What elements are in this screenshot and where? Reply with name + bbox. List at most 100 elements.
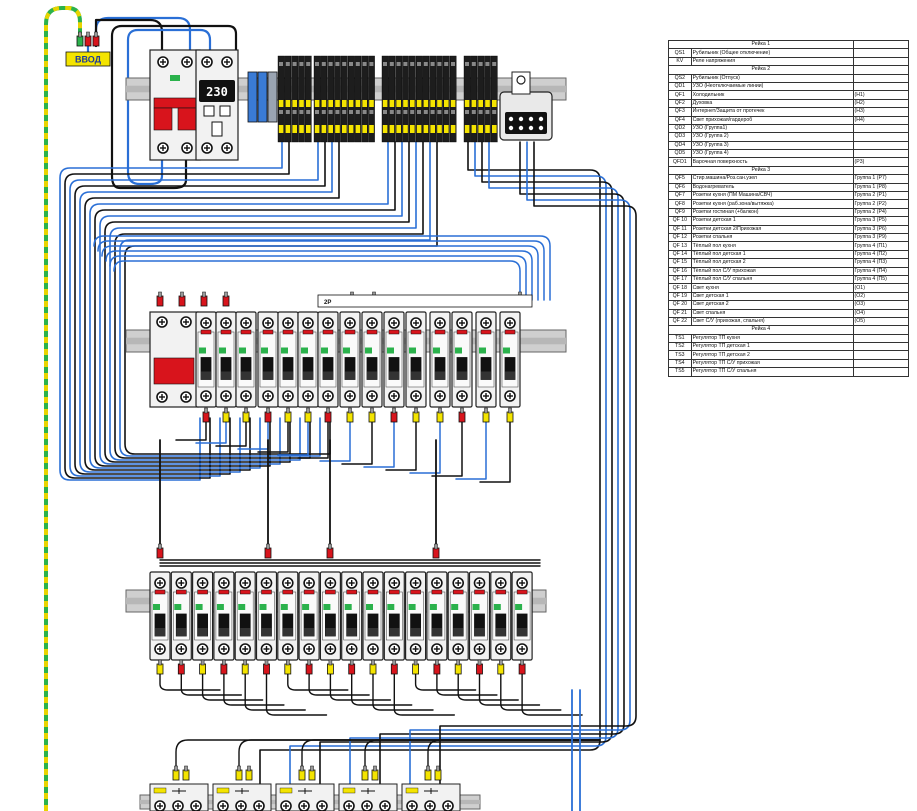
rating-label: [240, 329, 252, 335]
terminal-label: [299, 125, 304, 133]
screw-terminal: [302, 317, 314, 329]
thermostat-symbol: [235, 788, 249, 794]
legend-description: Свет детская 1: [690, 291, 854, 302]
brand-logo: [343, 347, 350, 354]
terminal-hole: [508, 116, 514, 122]
wire: [97, 240, 545, 301]
wire-ferrule: [304, 407, 312, 423]
wire-ferrule: [368, 407, 376, 423]
terminal-screw: [292, 62, 297, 66]
legend-group: [852, 367, 910, 377]
ferrule-sleeve: [326, 547, 334, 559]
screw-terminal: [303, 577, 315, 589]
thermostat-relay: [149, 783, 209, 811]
wire: [500, 673, 562, 711]
ferrule-pin: [158, 543, 162, 550]
terminal-block: [347, 55, 355, 143]
breaker-rail3: [149, 571, 171, 661]
terminal-body: [436, 55, 443, 143]
input-label-bg: [65, 51, 111, 67]
legend-group: Группа 4 (П1): [852, 241, 910, 251]
handle-base: [283, 371, 293, 380]
wire: [455, 421, 487, 480]
bus-block: [267, 71, 278, 123]
terminal-screw: [306, 110, 311, 114]
legend-code: QD4: [668, 140, 692, 151]
ferrule-sleeve: [482, 411, 490, 423]
terminal-block: [470, 55, 478, 143]
screw-terminal: [452, 577, 465, 589]
legend-group: Группа 1 (Р8): [852, 182, 910, 193]
wire-ferrule: [199, 659, 207, 675]
legend-description: Реле напряжения: [690, 56, 854, 67]
handle-base: [325, 628, 336, 636]
wire-ferrule: [241, 659, 249, 675]
ferrule-sleeve: [84, 35, 92, 47]
wire: [257, 421, 289, 453]
terminal-screw: [471, 62, 476, 66]
handle-base: [241, 371, 251, 380]
terminal-block: [477, 55, 485, 143]
brand-logo: [321, 347, 328, 354]
terminal-screw: [465, 62, 469, 66]
terminal-label: [410, 100, 415, 107]
handle-base: [495, 628, 506, 636]
wire-ferrule: [242, 407, 250, 423]
legend-code: QF 10: [668, 216, 692, 226]
screw-terminal: [239, 643, 251, 655]
screw-terminal: [260, 643, 273, 655]
terminal-screw: [349, 62, 353, 66]
legend-code: QF9: [668, 207, 692, 218]
ferrule-sleeve: [506, 411, 514, 423]
wire-ferrule: [506, 407, 514, 423]
ferrule-sleeve: [202, 411, 210, 423]
relay-body: [195, 49, 239, 161]
handle-base: [367, 371, 377, 380]
legend-group: [852, 350, 910, 360]
rating-label: [282, 589, 294, 595]
terminal-screw: [444, 110, 449, 114]
terminal-body: [305, 55, 312, 143]
legend-description: Тёплый пол С/У спальня: [690, 274, 854, 285]
screw-terminal: [388, 643, 401, 655]
handle-base: [201, 371, 211, 380]
ferrule-pin: [184, 765, 188, 772]
screw-terminal: [322, 390, 334, 402]
screw-terminal: [366, 390, 378, 402]
rating-label: [516, 589, 528, 595]
terminal-label: [355, 100, 361, 107]
rating-label: [154, 589, 166, 595]
rating-label: [344, 329, 356, 335]
ferrule-pin: [392, 407, 396, 414]
terminal-label: [464, 100, 470, 107]
ferrule-pin: [499, 659, 503, 666]
thermostat-symbol: [424, 788, 438, 794]
ferrule-sleeve: [348, 663, 356, 675]
breaker-rail2: [405, 311, 427, 408]
ferrule-pin: [158, 659, 162, 666]
legend-description: Розетки спальня: [690, 232, 854, 243]
handle-base: [282, 628, 293, 636]
handle-base: [261, 628, 272, 636]
terminal-body: [347, 55, 355, 143]
screw-terminal: [504, 317, 516, 329]
wire-ferrule: [458, 407, 466, 423]
screw-terminal: [316, 800, 328, 811]
wire: [349, 141, 619, 785]
wire-ferrule: [182, 765, 190, 781]
legend-description: УЗО (Группа 4): [690, 149, 854, 159]
terminal-label: [478, 100, 483, 107]
brand-logo: [239, 347, 246, 354]
ferrule-pin: [349, 659, 354, 666]
ferrule-pin: [264, 659, 269, 666]
legend-group: (Н3): [852, 107, 910, 117]
legend-rail-title: Рейка 1: [668, 39, 854, 50]
terminal-screw: [328, 62, 333, 66]
rating-label: [474, 589, 485, 595]
wire-ferrule: [424, 765, 432, 781]
